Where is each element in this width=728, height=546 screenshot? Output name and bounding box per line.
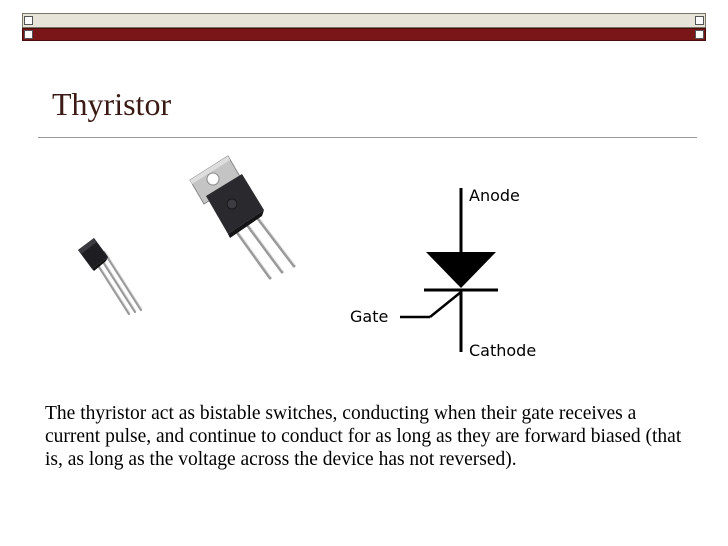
to92-thyristor-image [78, 238, 143, 316]
to220-thyristor-image [189, 155, 296, 280]
corner-square-top-right [695, 16, 704, 25]
diode-triangle [426, 252, 496, 288]
header-bar-light [22, 13, 706, 28]
corner-square-top-left [24, 16, 33, 25]
cathode-label: Cathode [469, 341, 536, 360]
slide-title: Thyristor [52, 86, 172, 122]
corner-square-bottom-right [695, 30, 704, 39]
title-divider [38, 137, 697, 138]
slide-header-bar [22, 13, 706, 41]
slide-body-text: The thyristor act as bistable switches, … [45, 403, 682, 470]
gate-diagonal [429, 291, 462, 318]
anode-label: Anode [469, 186, 520, 205]
corner-square-bottom-left [24, 30, 33, 39]
thyristor-symbol: Anode Gate Cathode [350, 186, 536, 360]
header-bar-dark [22, 28, 706, 41]
gate-label: Gate [350, 307, 388, 326]
